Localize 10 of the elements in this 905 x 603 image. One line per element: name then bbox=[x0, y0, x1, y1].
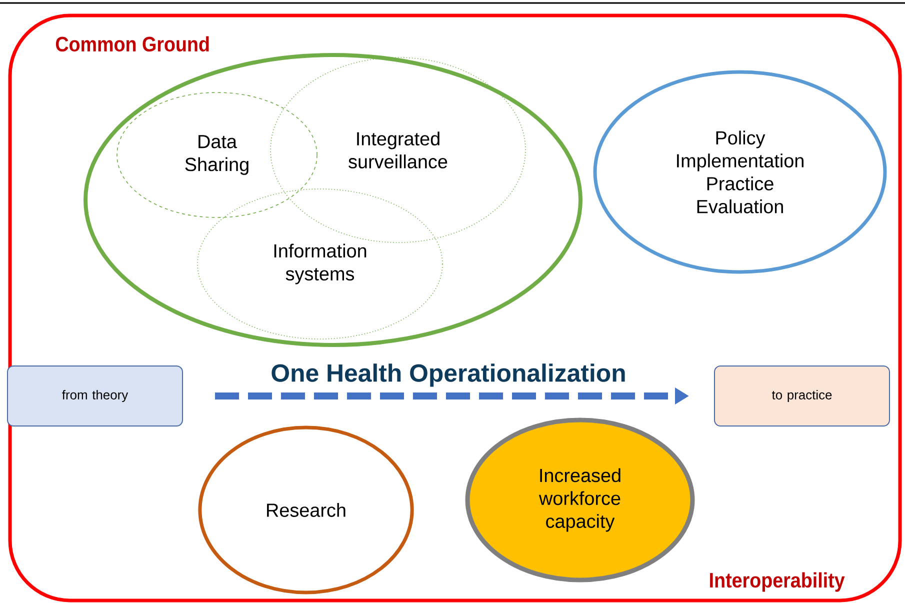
ellipse-node: Increased workforce capacity bbox=[465, 418, 695, 582]
process-box: from theory bbox=[7, 366, 183, 426]
edge-label: One Health Operationalization bbox=[272, 364, 625, 387]
process-box: to practice bbox=[714, 366, 890, 426]
ellipse-node: Integrated surveillance bbox=[270, 57, 526, 243]
ellipse-node: Information systems bbox=[197, 188, 443, 340]
ellipse-node: Policy Implementation Practice Evaluation bbox=[593, 70, 887, 274]
ellipse-node: Research bbox=[198, 426, 414, 594]
ellipse-node: Data Sharing bbox=[116, 92, 318, 218]
ellipse-node bbox=[84, 53, 582, 347]
